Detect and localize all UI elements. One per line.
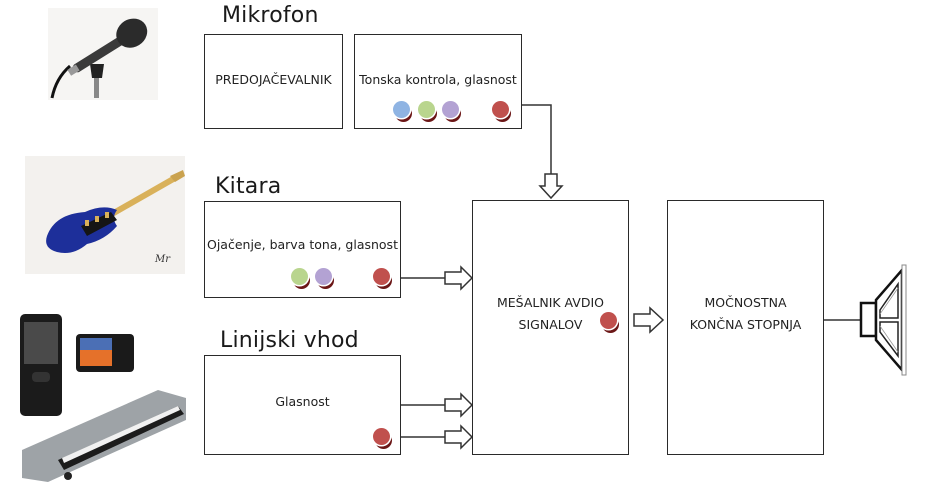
block-power-amp-label-line1: MOČNOSTNA bbox=[704, 295, 787, 310]
block-preamp: PREDOJAČEVALNIK bbox=[204, 34, 343, 129]
media-player-icon bbox=[76, 334, 134, 372]
block-line-in-control: Glasnost bbox=[204, 355, 401, 455]
block-line-in-label: Glasnost bbox=[275, 394, 330, 409]
knob-blue-mic[interactable] bbox=[393, 101, 412, 122]
keyboard-synth-icon bbox=[22, 390, 186, 482]
microphone-photo bbox=[48, 8, 158, 100]
knob-red-line-in[interactable] bbox=[373, 428, 392, 449]
block-mixer: MEŠALNIK AVDIO SIGNALOV bbox=[472, 200, 629, 455]
guitar-icon: Mr bbox=[46, 170, 185, 265]
knob-green-mic[interactable] bbox=[418, 101, 437, 122]
arrow-right-line-in-1 bbox=[444, 392, 474, 418]
arrow-down-mic-to-mixer bbox=[538, 173, 564, 200]
knob-purple-guitar[interactable] bbox=[315, 268, 334, 289]
knob-green-guitar[interactable] bbox=[291, 268, 310, 289]
section-title-line-in: Linijski vhod bbox=[220, 328, 359, 353]
block-power-amp: MOČNOSTNA KONČNA STOPNJA bbox=[667, 200, 824, 455]
line-sources-photo bbox=[18, 310, 188, 487]
wire-mic-to-mixer bbox=[521, 104, 552, 174]
microphone-icon bbox=[50, 18, 148, 99]
block-guitar-label: Ojačenje, barva tona, glasnost bbox=[207, 237, 398, 252]
arrow-right-mixer-to-amp bbox=[633, 306, 665, 334]
arrow-right-guitar-to-mixer bbox=[444, 265, 474, 291]
mobile-phone-icon bbox=[20, 314, 62, 416]
section-title-guitar: Kitara bbox=[215, 174, 282, 199]
block-mixer-label-line2: SIGNALOV bbox=[518, 317, 583, 332]
speaker-icon bbox=[859, 264, 907, 376]
knob-red-guitar[interactable] bbox=[373, 268, 392, 289]
block-mic-tone-label: Tonska kontrola, glasnost bbox=[359, 72, 517, 87]
knob-red-mic[interactable] bbox=[492, 101, 511, 122]
block-power-amp-label-line2: KONČNA STOPNJA bbox=[689, 317, 802, 332]
electric-guitar-photo: Mr bbox=[25, 156, 185, 274]
arrow-right-line-in-2 bbox=[444, 424, 474, 450]
block-mic-tone-control: Tonska kontrola, glasnost bbox=[354, 34, 522, 129]
knob-red-mixer[interactable] bbox=[600, 312, 619, 333]
knob-purple-mic[interactable] bbox=[442, 101, 461, 122]
block-mixer-label-line1: MEŠALNIK AVDIO bbox=[496, 295, 605, 310]
block-guitar-control: Ojačenje, barva tona, glasnost bbox=[204, 201, 401, 298]
block-preamp-label: PREDOJAČEVALNIK bbox=[215, 72, 332, 87]
section-title-microphone: Mikrofon bbox=[222, 3, 319, 28]
svg-text:Mr: Mr bbox=[154, 254, 171, 265]
